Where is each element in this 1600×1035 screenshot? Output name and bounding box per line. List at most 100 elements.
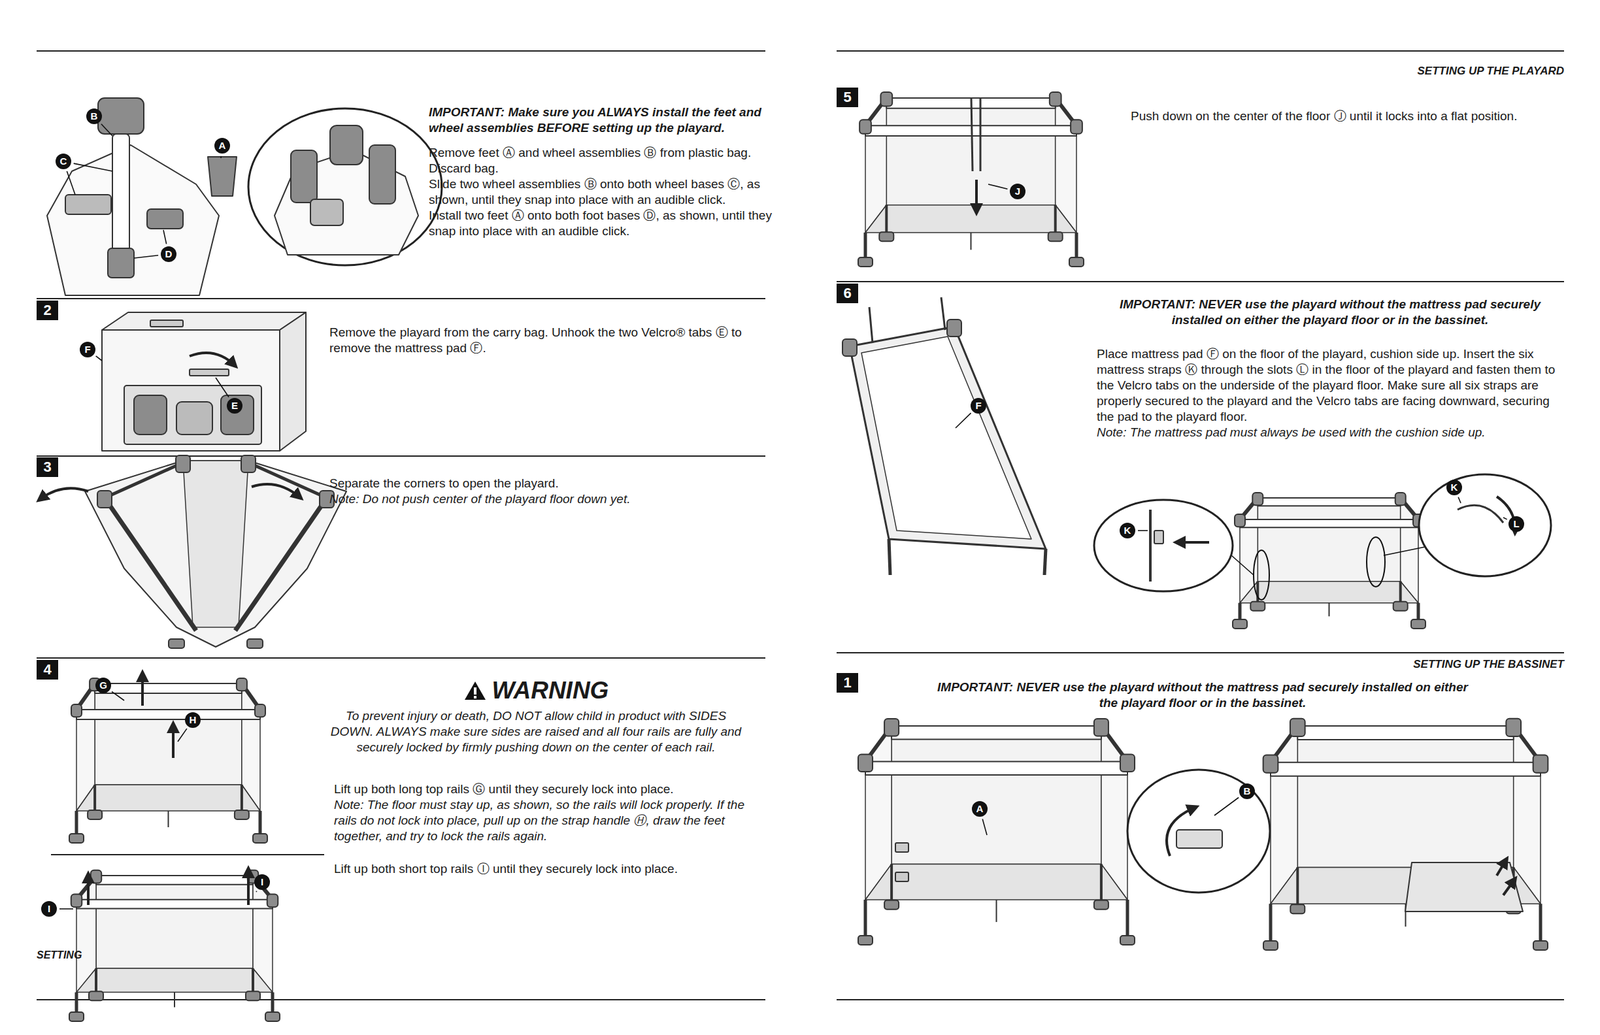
part [859, 119, 872, 134]
callout-letter: H [184, 712, 201, 729]
text-group: IMPORTANT: NEVER use the playard without… [1098, 296, 1563, 329]
text-group: WARNINGTo prevent injury or death, DO NO… [326, 677, 746, 756]
outline [96, 875, 253, 885]
callout-letter: L [1508, 516, 1525, 533]
callout-letter: A [971, 801, 988, 817]
leader-line [220, 156, 222, 159]
step-number: 6 [843, 285, 851, 302]
rule [36, 298, 766, 300]
part [880, 92, 893, 106]
outline [76, 784, 261, 812]
outline [891, 726, 1102, 740]
outline [76, 968, 273, 993]
rule [50, 854, 325, 856]
rule [836, 652, 1565, 654]
text-group: Lift up both long top rails Ⓖ until they… [333, 781, 766, 845]
part [1290, 718, 1306, 737]
part [107, 248, 134, 278]
part [1154, 530, 1164, 544]
text-group: Separate the corners to open the playard… [329, 475, 761, 508]
leader-line [1137, 530, 1148, 532]
line [167, 811, 170, 828]
step-number-box: 2 [36, 300, 59, 321]
outline [274, 150, 419, 255]
text-group: Lift up both short top rails Ⓘ until the… [333, 861, 766, 878]
detail-circle [1418, 474, 1551, 577]
note-text: Note: The mattress pad must always be us… [1096, 424, 1565, 441]
line [884, 205, 888, 237]
leader-line [1503, 517, 1508, 520]
part [842, 339, 857, 357]
part [69, 833, 84, 844]
callout-letter: I [254, 874, 270, 891]
text-group: SETTING UP THE PLAYARD [1241, 64, 1565, 79]
step-number: 1 [843, 675, 851, 691]
detail-marker [1253, 550, 1270, 600]
leader-line [177, 728, 187, 742]
line [1044, 549, 1046, 576]
part [895, 843, 909, 853]
line [235, 498, 327, 631]
outline [865, 205, 1077, 233]
leader-line [955, 413, 972, 429]
part [88, 991, 104, 1001]
opening-playard-illustration [39, 455, 347, 649]
outline [865, 762, 1128, 776]
note-text: Note: Do not push center of the playard … [329, 491, 761, 508]
instruction-text: IMPORTANT: Make sure you ALWAYS install … [428, 104, 782, 136]
leader-line [255, 891, 257, 893]
part [176, 401, 213, 435]
text-group: Remove the playard from the carry bag. U… [329, 324, 761, 357]
part [234, 810, 250, 820]
part [330, 125, 363, 165]
instruction-text: Push down on the center of the floor Ⓙ u… [1130, 108, 1563, 125]
callout-letter: B [1239, 783, 1255, 800]
line [1269, 903, 1273, 946]
line [890, 864, 893, 904]
part [1533, 754, 1549, 773]
part [1120, 754, 1135, 772]
rule [836, 50, 1565, 52]
arm [869, 307, 873, 344]
carry-bag-illustration [101, 312, 306, 451]
step-number: 5 [843, 89, 851, 106]
line [173, 992, 176, 1008]
instruction-text: To prevent injury or death, DO NOT allow… [326, 708, 746, 756]
text-group: Place mattress pad Ⓕ on the floor of the… [1096, 346, 1565, 441]
part [1252, 492, 1263, 506]
step-number: 2 [43, 302, 51, 319]
motion-arrow [251, 484, 301, 499]
outline [76, 709, 261, 720]
part [1505, 718, 1521, 737]
callout-letter: E [226, 398, 243, 414]
part [189, 369, 229, 376]
part [1395, 492, 1406, 506]
part [879, 232, 894, 242]
part [168, 639, 185, 649]
callout-letter: K [1119, 522, 1136, 539]
instruction-text: Slide two wheel assemblies Ⓑ onto both w… [428, 176, 782, 208]
line [1328, 603, 1331, 617]
part [175, 455, 191, 473]
outline [101, 330, 280, 451]
warning-icon [463, 680, 487, 702]
part [858, 935, 873, 946]
part [1290, 904, 1305, 914]
step-number: 3 [43, 459, 51, 476]
outline [865, 864, 1128, 900]
part [247, 639, 263, 649]
part [71, 704, 82, 717]
line [888, 539, 891, 576]
line [864, 900, 868, 940]
rule [836, 281, 1565, 283]
section-heading: SETTING UP THE BASSINET [1241, 657, 1565, 672]
outline [47, 145, 219, 296]
arm [979, 98, 982, 172]
outline [207, 156, 237, 197]
instruction-text: Lift up both short top rails Ⓘ until the… [333, 861, 766, 878]
part [124, 385, 262, 445]
line [1100, 864, 1103, 904]
part [290, 150, 317, 203]
part [1393, 601, 1408, 612]
motion-arrow [189, 352, 236, 367]
